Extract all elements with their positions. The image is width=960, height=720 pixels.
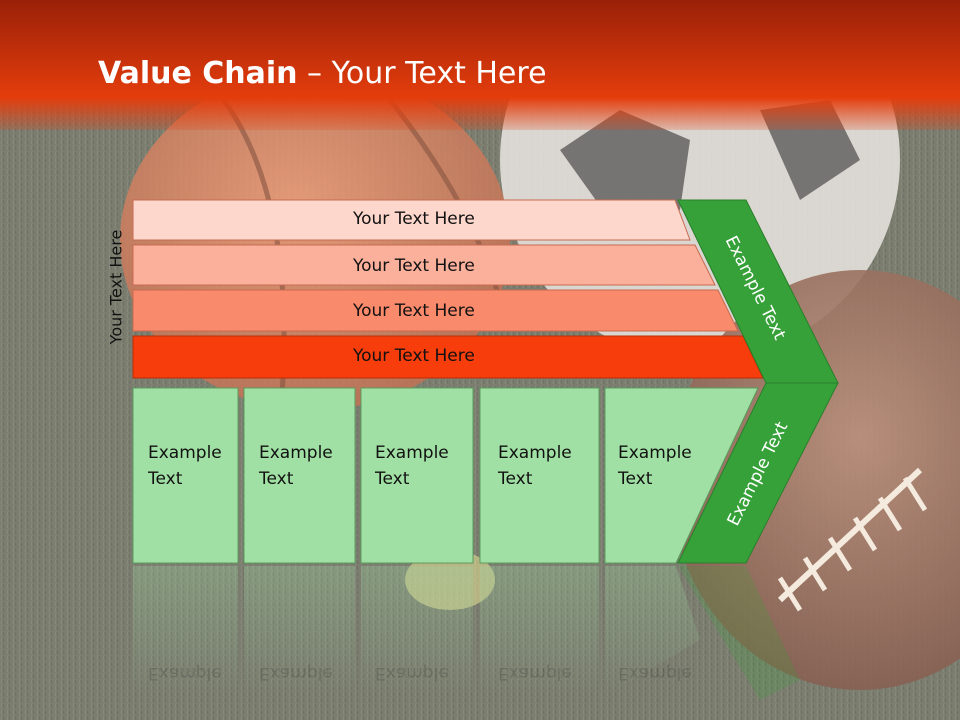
box-5 <box>604 387 759 564</box>
box-label-1: Example Text <box>148 443 222 489</box>
layer-label-3: Your Text Here <box>353 301 475 321</box>
side-label-text: Your Text Here <box>106 229 126 345</box>
reflection-text-5: Example <box>618 663 692 683</box>
slide-title: Value Chain – Your Text Here <box>98 56 547 92</box>
title-rest: – Your Text Here <box>297 56 547 91</box>
layer-bar-3 <box>132 289 739 332</box>
box-1 <box>132 387 239 564</box>
reflection <box>133 566 800 700</box>
layer-label-1: Your Text Here <box>353 209 475 229</box>
box-label-4: Example Text <box>498 443 572 489</box>
layer-bar-4 <box>132 335 764 379</box>
box-3 <box>360 387 474 564</box>
box-label-3: Example Text <box>375 443 449 489</box>
box-2 <box>243 387 356 564</box>
box-label-5: Example Text <box>618 443 692 489</box>
side-label: Your Text Here <box>96 222 136 352</box>
reflection-text-1: Example <box>148 663 222 683</box>
layer-label-4: Your Text Here <box>353 346 475 366</box>
layer-bar-1 <box>132 199 691 241</box>
box-label-2: Example Text <box>259 443 333 489</box>
layer-label-2: Your Text Here <box>353 256 475 276</box>
box-4 <box>479 387 600 564</box>
title-bold: Value Chain <box>98 56 298 91</box>
layer-bar-2 <box>132 244 716 286</box>
reflection-text-4: Example <box>498 663 572 683</box>
reflection-text-2: Example <box>259 663 333 683</box>
reflection-text-3: Example <box>375 663 449 683</box>
chevron-lower <box>677 382 839 564</box>
